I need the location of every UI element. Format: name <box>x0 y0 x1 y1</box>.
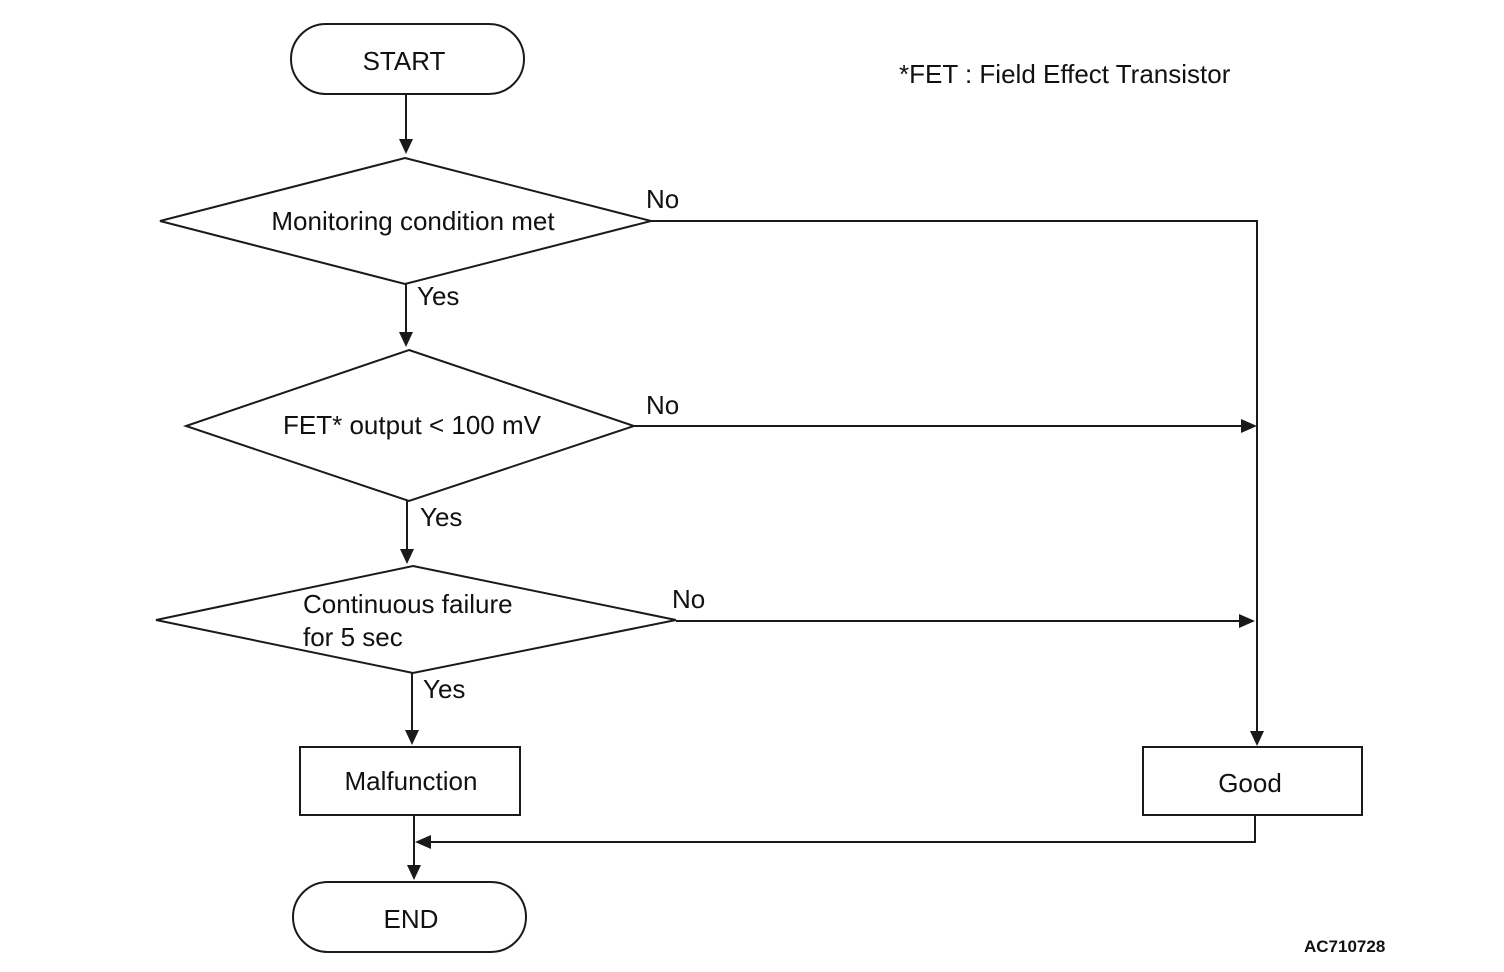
edge-monitoring-no <box>651 220 1258 732</box>
arrowhead <box>415 835 431 849</box>
edge-good-to-end <box>430 815 1256 843</box>
arrowhead <box>1241 419 1257 433</box>
good-box <box>1142 746 1363 816</box>
arrowhead <box>407 865 421 880</box>
continuous-no-label: No <box>672 584 705 614</box>
monitoring-yes-label: Yes <box>417 281 459 311</box>
arrowhead <box>400 549 414 564</box>
monitoring-condition-label: Monitoring condition met <box>271 206 555 236</box>
fet-output-label: FET* output < 100 mV <box>283 410 542 440</box>
start-label: START <box>363 46 446 76</box>
continuous-failure-label-line1: Continuous failure <box>303 589 513 619</box>
arrowhead <box>1250 731 1264 746</box>
end-label: END <box>384 904 439 934</box>
fet-output-decision <box>182 348 638 503</box>
fet-yes-label: Yes <box>420 502 462 532</box>
start-terminal <box>290 23 525 95</box>
figure-code: AC710728 <box>1304 937 1385 956</box>
arrowhead <box>399 332 413 347</box>
arrowhead <box>1239 614 1255 628</box>
continuous-yes-label: Yes <box>423 674 465 704</box>
arrowhead <box>399 139 413 154</box>
arrowhead <box>405 730 419 745</box>
continuous-failure-decision <box>155 564 677 675</box>
monitoring-no-label: No <box>646 184 679 214</box>
continuous-failure-label-line2: for 5 sec <box>303 622 403 652</box>
malfunction-label: Malfunction <box>345 766 478 796</box>
malfunction-box <box>299 746 521 816</box>
good-label: Good <box>1218 768 1282 798</box>
end-terminal <box>292 881 527 953</box>
fet-footnote: *FET : Field Effect Transistor <box>899 59 1231 89</box>
fet-no-label: No <box>646 390 679 420</box>
